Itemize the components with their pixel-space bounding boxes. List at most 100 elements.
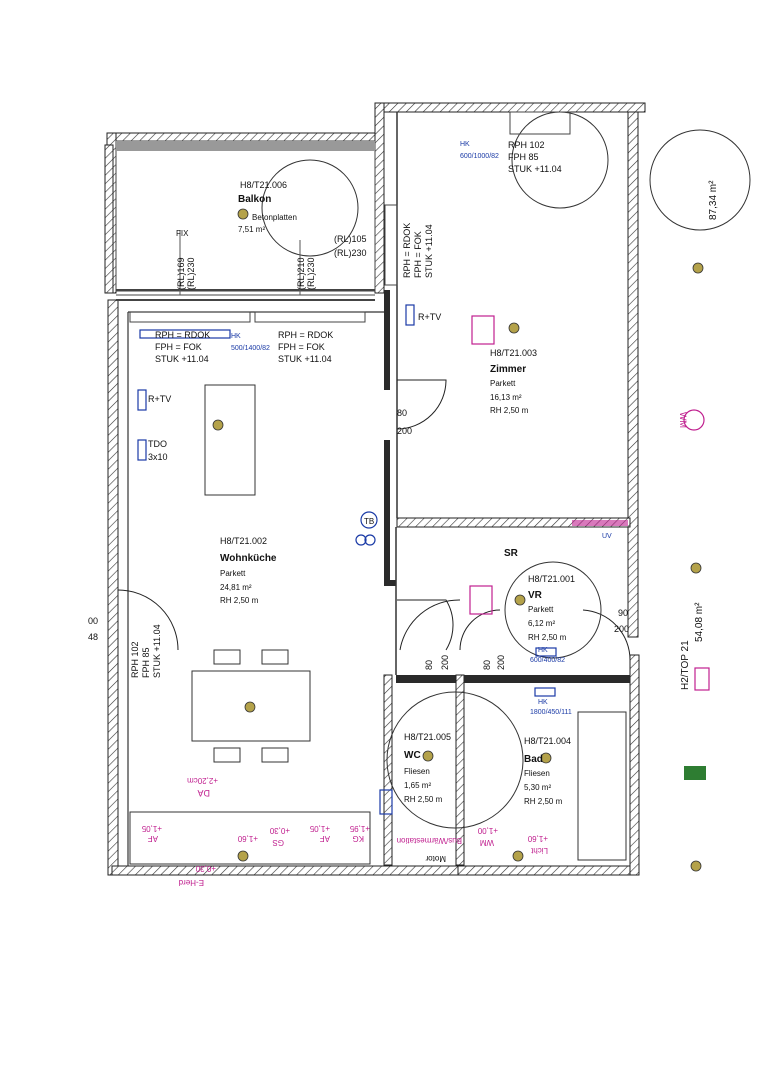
svg-text:80: 80 <box>424 660 434 670</box>
svg-text:80: 80 <box>482 660 492 670</box>
annotations: RPH = RDOK FPH = FOK STUK +11.04 RPH = R… <box>88 140 719 887</box>
room-name: Wohnküche <box>220 553 277 564</box>
svg-text:(RL)230: (RL)230 <box>334 248 367 258</box>
svg-text:HK: HK <box>538 699 548 706</box>
svg-text:STUK +11.04: STUK +11.04 <box>278 354 332 364</box>
svg-text:FPH 85: FPH 85 <box>508 152 539 162</box>
room-area: 7,51 m² <box>238 225 265 234</box>
room-floor: Betonplatten <box>252 213 297 222</box>
svg-text:HK: HK <box>460 141 470 148</box>
svg-text:H2/TOP 21: H2/TOP 21 <box>680 640 691 690</box>
room-name: Balkon <box>238 194 271 205</box>
room-floor: Fliesen <box>404 767 430 776</box>
svg-text:1800/450/111: 1800/450/111 <box>530 709 572 716</box>
svg-text:3x10: 3x10 <box>148 452 168 462</box>
svg-text:+0,30: +0,30 <box>195 864 216 873</box>
room-height: RH 2,50 m <box>220 596 259 605</box>
room-code: H8/T21.001 <box>528 574 575 584</box>
room-area: 6,12 m² <box>528 619 555 628</box>
room-wc: H8/T21.005 WC Fliesen 1,65 m² RH 2,50 m <box>404 732 451 804</box>
room-floor: Parkett <box>528 605 554 614</box>
svg-text:HK: HK <box>538 647 548 654</box>
svg-text:+1,95: +1,95 <box>349 824 370 833</box>
svg-text:+1,60: +1,60 <box>237 834 258 843</box>
room-bad: H8/T21.004 Bad Fliesen 5,30 m² RH 2,50 m <box>524 736 571 806</box>
room-height: RH 2,50 m <box>528 633 567 642</box>
svg-text:RPH 102: RPH 102 <box>130 641 140 678</box>
svg-text:FPH = FOK: FPH = FOK <box>155 342 202 352</box>
room-code: H8/T21.002 <box>220 536 267 546</box>
svg-text:DA: DA <box>197 788 210 798</box>
svg-text:AF: AF <box>320 834 330 843</box>
svg-text:WM: WM <box>479 838 494 847</box>
svg-text:54,08 m²: 54,08 m² <box>694 602 705 642</box>
svg-text:E-Herd: E-Herd <box>179 878 204 887</box>
svg-text:WM: WM <box>678 412 688 428</box>
room-height: RH 2,50 m <box>524 797 563 806</box>
svg-text:AF: AF <box>148 834 158 843</box>
svg-text:80: 80 <box>397 408 407 418</box>
furniture <box>129 384 627 865</box>
svg-text:RPH = RDOK: RPH = RDOK <box>278 330 333 340</box>
room-balkon: H8/T21.006 Balkon Betonplatten 7,51 m² <box>238 180 297 234</box>
svg-text:Motor: Motor <box>425 854 446 863</box>
room-name: Zimmer <box>490 364 526 375</box>
svg-text:48: 48 <box>88 632 98 642</box>
svg-text:KG: KG <box>352 834 364 843</box>
svg-text:STUK +11.04: STUK +11.04 <box>424 224 434 278</box>
room-height: RH 2,50 m <box>490 406 529 415</box>
room-floor: Parkett <box>490 379 516 388</box>
svg-text:TB: TB <box>364 517 374 526</box>
room-area: 1,65 m² <box>404 781 431 790</box>
windows <box>129 111 571 323</box>
room-name: WC <box>404 750 421 761</box>
svg-text:FPH = FOK: FPH = FOK <box>413 231 423 278</box>
svg-text:200: 200 <box>397 426 412 436</box>
balcony <box>104 140 376 301</box>
room-name: Bad <box>524 754 543 765</box>
svg-text:GS: GS <box>272 838 284 847</box>
svg-text:600/400/82: 600/400/82 <box>530 657 565 664</box>
svg-text:87,34 m²: 87,34 m² <box>708 180 719 220</box>
room-area: 16,13 m² <box>490 393 522 402</box>
svg-text:(RL)169: (RL)169 <box>176 257 186 290</box>
svg-text:SR: SR <box>504 548 519 559</box>
svg-text:+2,20cm: +2,20cm <box>187 776 218 785</box>
svg-text:+1,00: +1,00 <box>477 826 498 835</box>
svg-text:RPH 102: RPH 102 <box>508 140 545 150</box>
svg-text:STUK +11.04: STUK +11.04 <box>508 164 562 174</box>
svg-text:R+TV: R+TV <box>418 312 441 322</box>
svg-text:200: 200 <box>440 655 450 670</box>
svg-text:STUK +11.04: STUK +11.04 <box>152 624 162 678</box>
svg-text:(RL)210: (RL)210 <box>296 257 306 290</box>
room-vr: H8/T21.001 VR Parkett 6,12 m² RH 2,50 m <box>528 574 575 642</box>
svg-text:+1,05: +1,05 <box>309 824 330 833</box>
svg-text:90: 90 <box>618 608 628 618</box>
room-code: H8/T21.003 <box>490 348 537 358</box>
svg-text:FPH = FOK: FPH = FOK <box>278 342 325 352</box>
svg-text:500/1400/82: 500/1400/82 <box>231 345 270 352</box>
svg-text:Licht: Licht <box>530 846 548 855</box>
svg-text:+1,60: +1,60 <box>527 834 548 843</box>
svg-text:(RL)105: (RL)105 <box>334 234 367 244</box>
svg-text:(RL)230: (RL)230 <box>306 257 316 290</box>
room-code: H8/T21.004 <box>524 736 571 746</box>
svg-text:600/1000/82: 600/1000/82 <box>460 153 499 160</box>
room-floor: Fliesen <box>524 769 550 778</box>
room-floor: Parkett <box>220 569 246 578</box>
svg-text:+0,30: +0,30 <box>269 826 290 835</box>
svg-text:TDO: TDO <box>148 439 167 449</box>
svg-text:Bus/Wärmestation: Bus/Wärmestation <box>397 836 462 845</box>
room-name: VR <box>528 590 543 601</box>
svg-text:RPH = RDOK: RPH = RDOK <box>155 330 210 340</box>
svg-text:UV: UV <box>602 533 612 540</box>
electrical-marks <box>137 208 710 872</box>
svg-text:200: 200 <box>614 624 629 634</box>
svg-text:200: 200 <box>496 655 506 670</box>
svg-text:R+TV: R+TV <box>148 394 171 404</box>
svg-text:FIX: FIX <box>176 229 189 238</box>
svg-text:HK: HK <box>231 333 241 340</box>
svg-text:STUK +11.04: STUK +11.04 <box>155 354 209 364</box>
room-code: H8/T21.005 <box>404 732 451 742</box>
room-area: 24,81 m² <box>220 583 252 592</box>
